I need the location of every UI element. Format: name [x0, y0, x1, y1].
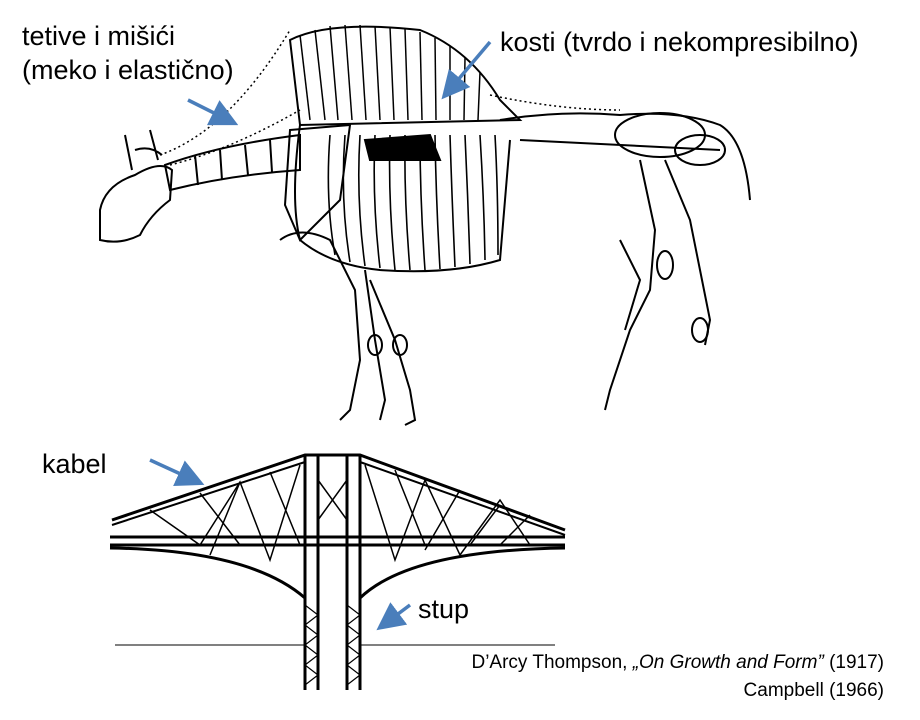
- tendons-label: tetive i mišići (meko i elastično): [22, 20, 234, 88]
- skeleton-illustration: [99, 24, 751, 426]
- citation-line1: D’Arcy Thompson, „On Growth and Form” (1…: [471, 652, 884, 674]
- cable-label: kabel: [42, 449, 107, 479]
- tendons-label-line1: tetive i mišići: [22, 21, 176, 51]
- bones-label: kosti (tvrdo i nekompresibilno): [500, 27, 859, 57]
- bones-arrow: [441, 40, 492, 100]
- pillar-arrow: [376, 602, 412, 631]
- tendons-arrow: [187, 98, 239, 126]
- cable-arrow: [149, 458, 205, 486]
- citation-line2: Campbell (1966): [743, 680, 884, 701]
- citation-year: (1917): [823, 652, 884, 673]
- citation-title: „On Growth and Form”: [632, 652, 824, 673]
- citation-author: D’Arcy Thompson,: [471, 652, 633, 673]
- bridge-illustration: [109, 453, 566, 690]
- tendons-label-line2: (meko i elastično): [22, 54, 234, 85]
- pillar-label: stup: [418, 594, 470, 624]
